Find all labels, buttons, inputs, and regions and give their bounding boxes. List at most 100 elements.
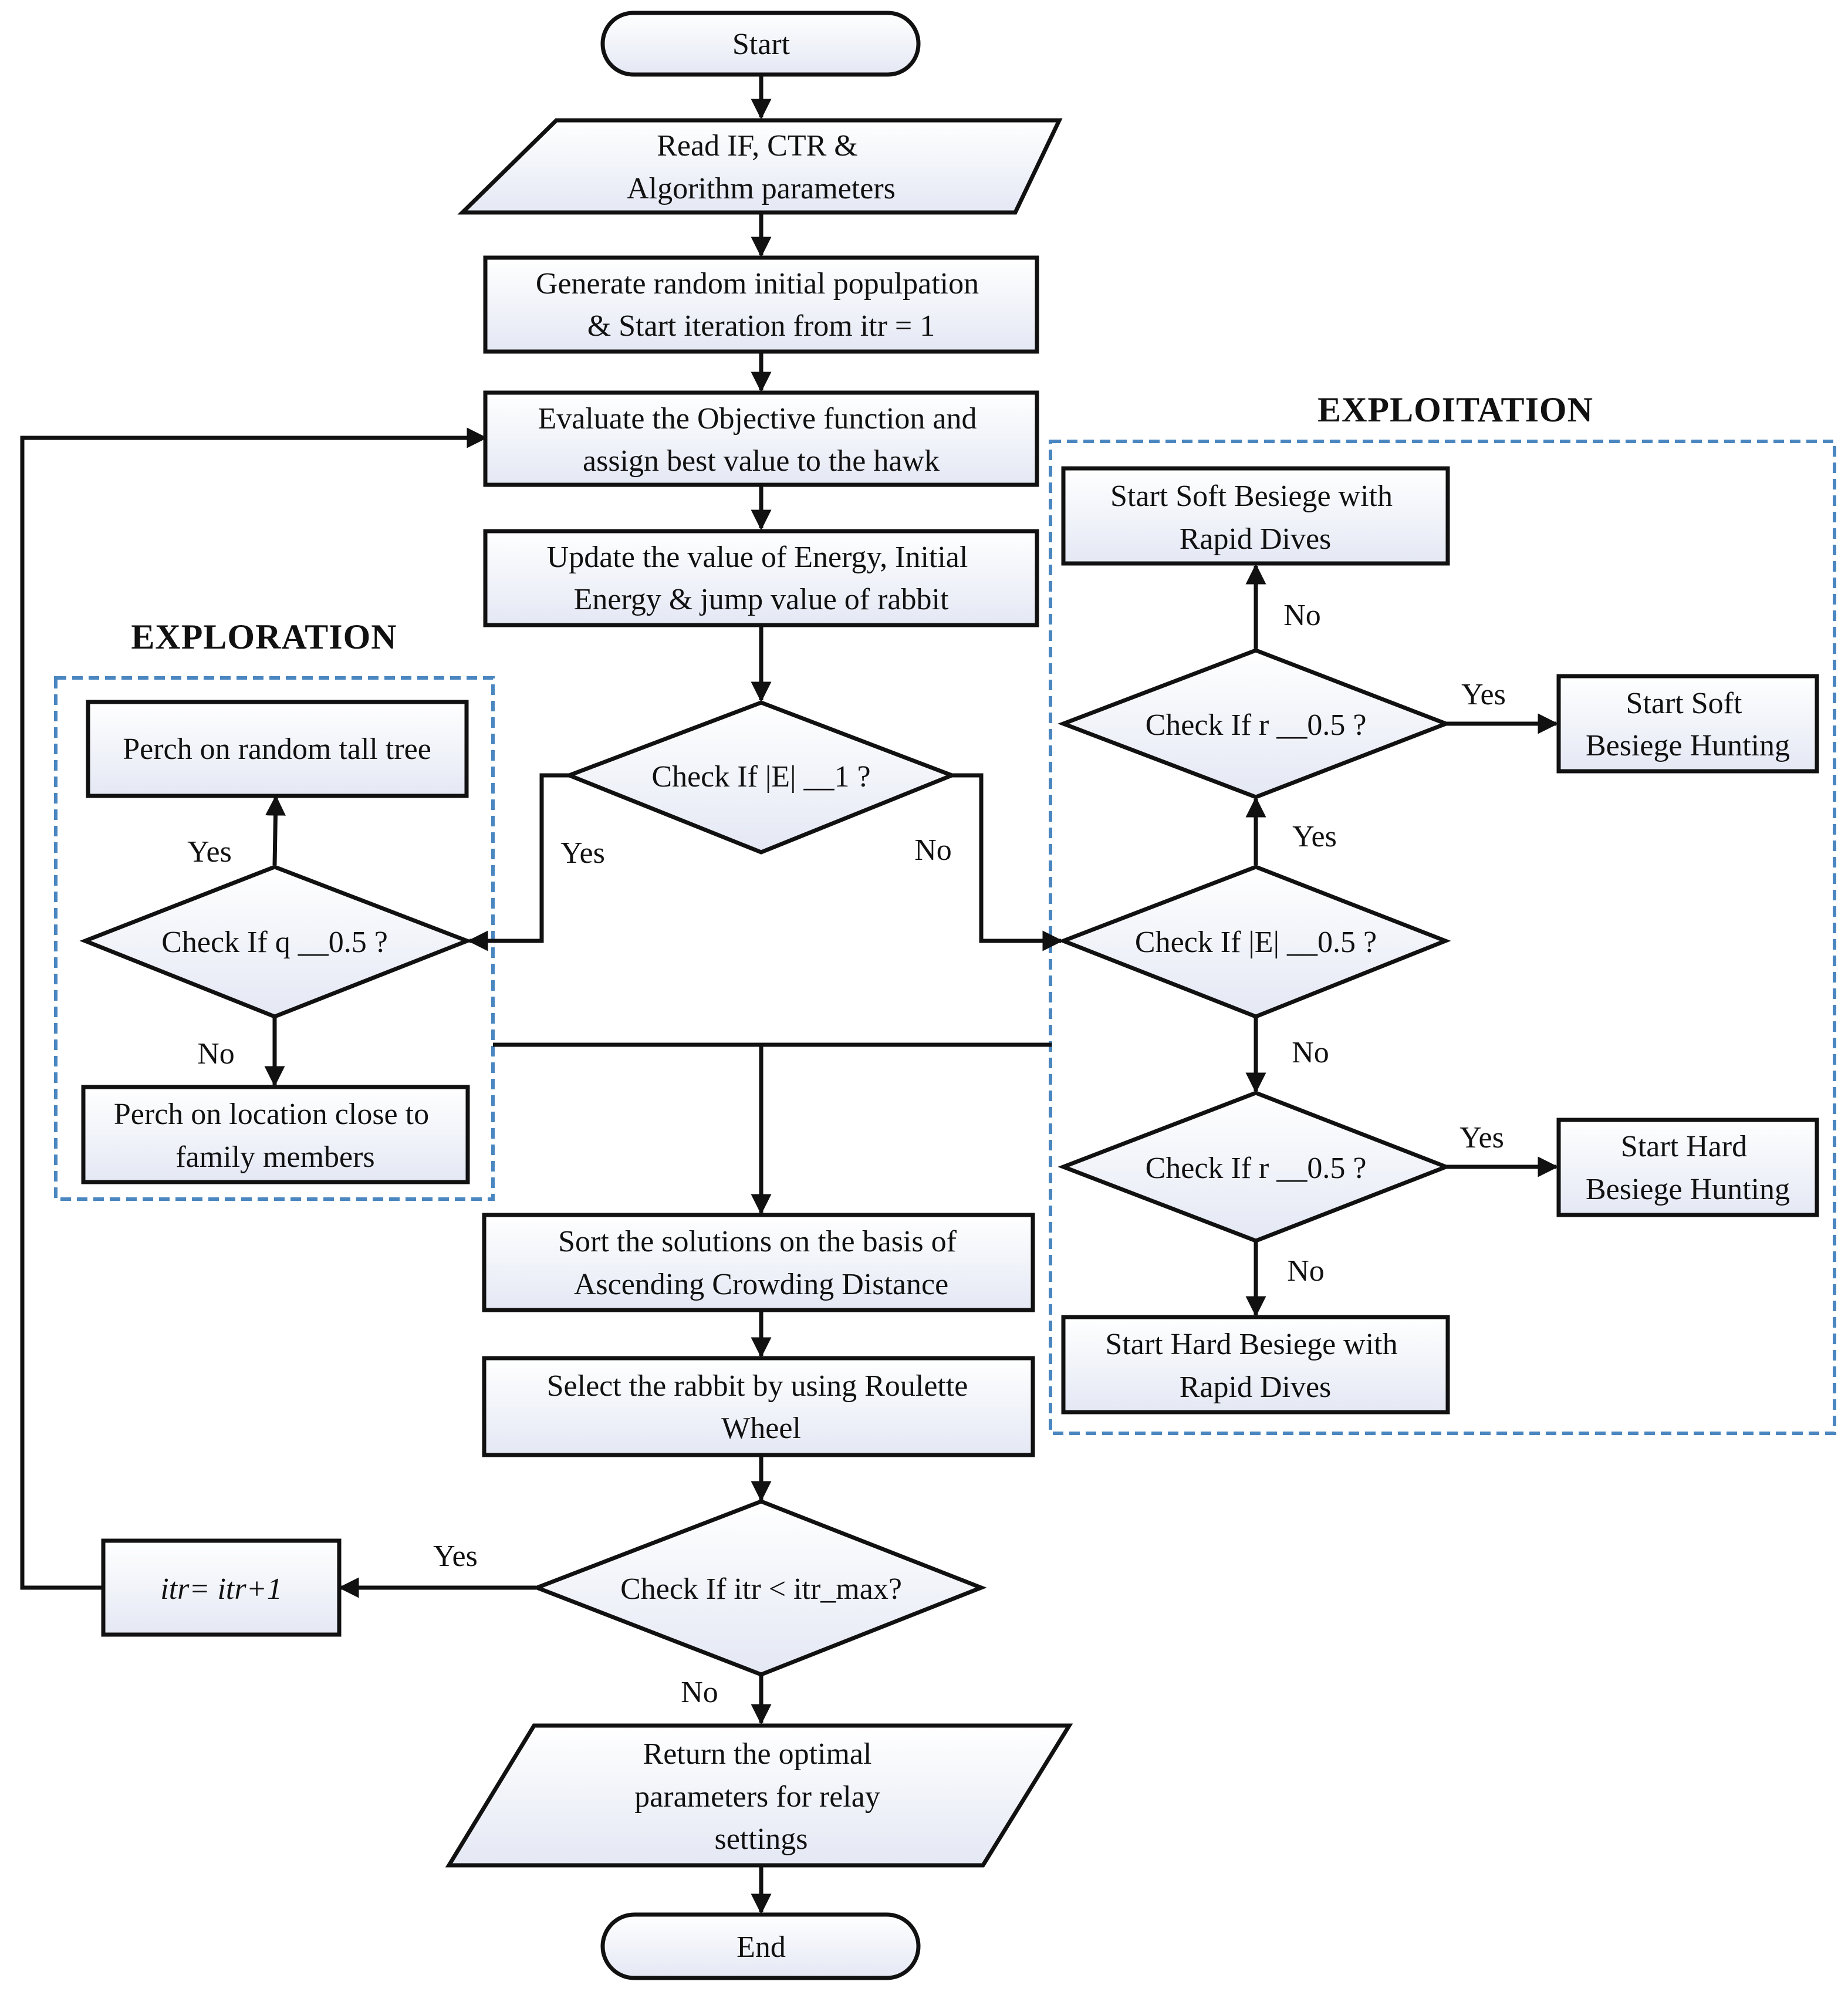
svg-text:Check If r __0.5 ?: Check If r __0.5 ? bbox=[1146, 708, 1367, 742]
check-E05-decision: Check If |E| __0.5 ? bbox=[1058, 865, 1451, 1019]
svg-text:Start Hard Besiege Hunti: Start Hard Besiege Hunting bbox=[1586, 1130, 1790, 1206]
label-itr-yes: Yes bbox=[433, 1540, 478, 1573]
svg-text:Read IF, CTR & Algorithm: Read IF, CTR & Algorithm parameters bbox=[627, 129, 896, 205]
perch-family-box: Perch on location close to family member… bbox=[81, 1085, 470, 1184]
label-E05-no: No bbox=[1292, 1036, 1329, 1069]
evaluate-line-1: Evaluate the Objective function and bbox=[538, 402, 977, 436]
end-label: End bbox=[737, 1930, 786, 1964]
hard-besiege-hunting-box: Start Hard Besiege Hunting bbox=[1556, 1118, 1819, 1217]
check-r-top-decision: Check If r __0.5 ? bbox=[1058, 648, 1452, 799]
svg-text:Perch on location close to: Perch on location close to family member… bbox=[114, 1098, 437, 1174]
hard-rapid-line-2: Rapid Dives bbox=[1180, 1370, 1332, 1404]
check-r-bottom-label: Check If r __0.5 ? bbox=[1146, 1152, 1367, 1185]
generate-line-2: & Start iteration from itr = 1 bbox=[587, 309, 935, 343]
perch-tree-label: Perch on random tall tree bbox=[123, 732, 431, 766]
soft-rapid-line-2: Rapid Dives bbox=[1180, 522, 1332, 556]
return-line-2: parameters for relay bbox=[634, 1780, 880, 1814]
label-rtop-no: No bbox=[1283, 599, 1321, 632]
svg-text:Perch on random tall tree: Perch on random tall tree bbox=[123, 732, 431, 766]
label-E05-yes: Yes bbox=[1292, 820, 1337, 853]
check-E05-label: Check If |E| __0.5 ? bbox=[1135, 926, 1377, 959]
svg-text:Start Soft Besiege Hunti: Start Soft Besiege Hunting bbox=[1586, 687, 1790, 762]
end-terminal: End bbox=[600, 1912, 921, 1980]
soft-besiege-rapid-box: Start Soft Besiege with Rapid Dives bbox=[1061, 466, 1450, 566]
soft-hunting-line-1: Start Soft bbox=[1626, 687, 1742, 720]
hard-rapid-line-1: Start Hard Besiege with bbox=[1105, 1328, 1397, 1361]
increment-label: itr= itr+1 bbox=[160, 1572, 282, 1606]
return-line-1: Return the optimal bbox=[643, 1737, 872, 1771]
check-E1-decision: Check If |E| __1 ? bbox=[563, 700, 958, 855]
sort-solutions-box: Sort the solutions on the basis of Ascen… bbox=[482, 1213, 1035, 1312]
increment-itr-box: itr= itr+1 bbox=[101, 1538, 342, 1637]
connectors bbox=[20, 75, 1559, 1915]
read-line-1: Read IF, CTR & bbox=[657, 129, 858, 163]
svg-text:Start: Start bbox=[732, 28, 790, 61]
label-q-yes: Yes bbox=[187, 835, 232, 869]
svg-text:itr= itr+1: itr= itr+1 bbox=[160, 1572, 282, 1606]
hard-hunting-line-2: Besiege Hunting bbox=[1586, 1173, 1790, 1206]
exploration-title: EXPLORATION bbox=[131, 617, 397, 656]
perch-family-line-1: Perch on location close to bbox=[114, 1098, 429, 1131]
svg-text:End: End bbox=[737, 1930, 786, 1964]
label-E1-no: No bbox=[914, 833, 952, 867]
edge-increment-loop bbox=[20, 427, 488, 1590]
svg-text:Generate random initial populp: Generate random initial populpation & St… bbox=[536, 267, 986, 343]
sort-line-1: Sort the solutions on the basis of bbox=[558, 1225, 957, 1258]
start-terminal: Start bbox=[600, 11, 921, 77]
return-line-3: settings bbox=[715, 1822, 808, 1856]
edge-checkq-yes bbox=[265, 795, 286, 866]
soft-besiege-hunting-box: Start Soft Besiege Hunting bbox=[1556, 674, 1819, 774]
label-q-no: No bbox=[197, 1037, 235, 1071]
update-line-2: Energy & jump value of rabbit bbox=[574, 583, 949, 616]
label-itr-no: No bbox=[681, 1676, 718, 1709]
update-line-1: Update the value of Energy, Initial bbox=[547, 541, 968, 574]
hard-hunting-line-1: Start Hard bbox=[1621, 1130, 1747, 1163]
check-itr-label: Check If itr < itr_max? bbox=[620, 1572, 902, 1606]
select-line-2: Wheel bbox=[721, 1412, 801, 1445]
exploitation-title: EXPLOITATION bbox=[1317, 390, 1593, 429]
svg-text:Update the value of Energy, In: Update the value of Energy, Initial Ener… bbox=[547, 541, 976, 616]
label-rbot-no: No bbox=[1287, 1254, 1325, 1288]
svg-text:Check If itr < itr_max?: Check If itr < itr_max? bbox=[620, 1572, 902, 1606]
evaluate-line-2: assign best value to the hawk bbox=[583, 444, 940, 478]
label-E1-yes: Yes bbox=[560, 836, 605, 870]
check-r-bottom-decision: Check If r __0.5 ? bbox=[1058, 1091, 1452, 1243]
svg-text:Check If r __0.5 ?: Check If r __0.5 ? bbox=[1146, 1152, 1367, 1185]
svg-text:Start Soft Besiege with: Start Soft Besiege with Rapid Dives bbox=[1110, 480, 1400, 556]
svg-text:Check If |E| __1 ?: Check If |E| __1 ? bbox=[651, 760, 870, 794]
check-E1-label: Check If |E| __1 ? bbox=[651, 760, 870, 794]
check-r-top-label: Check If r __0.5 ? bbox=[1146, 708, 1367, 742]
soft-hunting-line-2: Besiege Hunting bbox=[1586, 729, 1790, 762]
return-parameters-output: Return the optimal parameters for relay … bbox=[445, 1723, 1073, 1868]
soft-rapid-line-1: Start Soft Besiege with bbox=[1110, 480, 1393, 513]
exploration-region bbox=[54, 676, 495, 1201]
edge-labels: Yes No Yes No Yes No No Yes Yes No Yes N… bbox=[187, 599, 1506, 1709]
svg-text:Sort the solutions on the basi: Sort the solutions on the basis of Ascen… bbox=[558, 1225, 964, 1301]
edge-checkE1-no bbox=[952, 773, 1063, 951]
label-rtop-yes: Yes bbox=[1461, 678, 1506, 711]
svg-text:Return the optimal param: Return the optimal parameters for relay … bbox=[634, 1737, 888, 1856]
select-line-1: Select the rabbit by using Roulette bbox=[547, 1369, 968, 1403]
edge-checkE1-yes bbox=[467, 773, 569, 951]
evaluate-objective-box: Evaluate the Objective function and assi… bbox=[483, 390, 1039, 487]
read-line-2: Algorithm parameters bbox=[627, 172, 896, 205]
perch-family-line-2: family members bbox=[175, 1140, 374, 1174]
svg-text:Select the rabbit by using Rou: Select the rabbit by using Roulette Whee… bbox=[547, 1369, 976, 1445]
hard-besiege-rapid-box: Start Hard Besiege with Rapid Dives bbox=[1061, 1315, 1450, 1415]
update-energy-box: Update the value of Energy, Initial Ener… bbox=[483, 529, 1039, 627]
read-parameters-input: Read IF, CTR & Algorithm parameters bbox=[457, 118, 1063, 215]
check-q-decision: Check If q __0.5 ? bbox=[79, 865, 473, 1019]
check-q-label: Check If q __0.5 ? bbox=[161, 926, 388, 959]
label-rbot-yes: Yes bbox=[1460, 1121, 1504, 1155]
sort-line-2: Ascending Crowding Distance bbox=[574, 1268, 948, 1301]
svg-text:Evaluate the Objective functio: Evaluate the Objective function and assi… bbox=[538, 402, 985, 478]
generate-population-box: Generate random initial populpation & St… bbox=[483, 255, 1039, 354]
perch-tall-tree-box: Perch on random tall tree bbox=[86, 700, 469, 798]
start-label: Start bbox=[732, 28, 790, 61]
svg-text:Check If |E| __0.5 ?: Check If |E| __0.5 ? bbox=[1135, 926, 1377, 959]
select-rabbit-box: Select the rabbit by using Roulette Whee… bbox=[482, 1356, 1035, 1457]
generate-line-1: Generate random initial populpation bbox=[536, 267, 979, 301]
svg-text:Check If q __0.5 ?: Check If q __0.5 ? bbox=[161, 926, 388, 959]
svg-text:Start Hard Besiege with: Start Hard Besiege with Rapid Dives bbox=[1105, 1328, 1405, 1404]
